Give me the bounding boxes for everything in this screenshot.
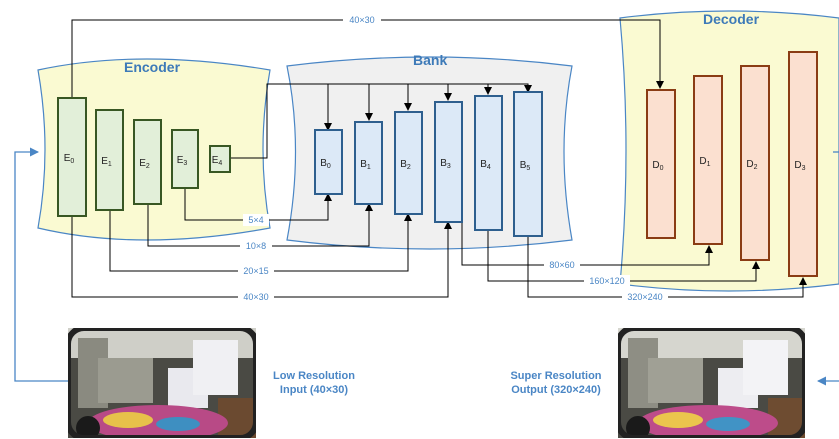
bank-block-4: [475, 96, 502, 230]
low-resolution-input-image: [68, 328, 256, 438]
output-caption-line1: Super Resolution: [500, 369, 612, 383]
bank-title: Bank: [413, 52, 447, 68]
decoder-block-1: [694, 76, 722, 244]
bank-block-3: [435, 102, 462, 222]
input-caption-line1: Low Resolution: [262, 369, 366, 383]
output-caption: Super Resolution Output (320×240): [500, 369, 612, 397]
output-caption-line2: Output (320×240): [500, 383, 612, 397]
input-caption: Low Resolution Input (40×30): [262, 369, 366, 397]
encoder-block-0: [58, 98, 86, 216]
decoder-block-3: [789, 52, 817, 276]
size-label-80x60: 80×60: [549, 260, 574, 270]
bank-block-2: [395, 112, 422, 214]
encoder-title: Encoder: [124, 59, 180, 75]
size-label-10x8: 10×8: [246, 241, 266, 251]
decoder-block-2: [741, 66, 769, 260]
decoder-title: Decoder: [703, 11, 759, 27]
size-label-20x15: 20×15: [243, 266, 268, 276]
encoder-block-2: [134, 120, 161, 204]
input-caption-line2: Input (40×30): [262, 383, 366, 397]
size-label-320x240: 320×240: [627, 292, 662, 302]
size-label-160x120: 160×120: [589, 276, 624, 286]
super-resolution-output-image: [618, 328, 805, 438]
decoder-block-0: [647, 90, 675, 238]
bank-block-5: [514, 92, 542, 236]
size-label-5x4: 5×4: [248, 215, 263, 225]
size-label-top-40x30: 40×30: [349, 15, 374, 25]
encoder-block-1: [96, 110, 123, 210]
bank-block-0: [315, 130, 342, 194]
size-label-bottom-40x30: 40×30: [243, 292, 268, 302]
bank-block-1: [355, 122, 382, 204]
